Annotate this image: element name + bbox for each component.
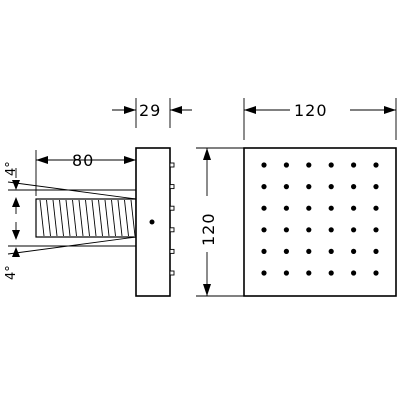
side-nozzle-stub: [169, 270, 175, 276]
nozzle-dot: [306, 270, 312, 276]
nozzle-dot: [283, 270, 289, 276]
nozzle-dot: [306, 205, 312, 211]
nozzle-dot: [261, 248, 267, 254]
thread-line: [117, 199, 123, 237]
nozzle-dot: [306, 248, 312, 254]
nozzle-dot: [306, 227, 312, 233]
thread-line: [65, 199, 71, 237]
depth-label: 29: [139, 101, 161, 120]
nozzle-dot: [261, 205, 267, 211]
depth-dimension: 29: [112, 98, 192, 128]
thread-line: [72, 199, 77, 237]
thread-line: [39, 199, 45, 237]
nozzle-dot: [328, 270, 334, 276]
front-height-dimension: 120: [196, 147, 244, 297]
thread-line: [111, 199, 116, 237]
nozzle-dot: [351, 270, 357, 276]
thread-line: [124, 199, 129, 237]
nozzle-dot: [351, 227, 357, 233]
thread-line: [59, 199, 64, 237]
nozzle-dot: [283, 162, 289, 168]
thread-line: [91, 199, 97, 237]
side-nozzle-stub: [169, 184, 175, 190]
nozzle-dot: [373, 270, 379, 276]
side-nozzle-stub: [169, 205, 175, 211]
nozzle-dot: [373, 162, 379, 168]
thread-line: [78, 199, 84, 237]
side-nozzle-stub: [169, 227, 175, 233]
nozzle-dot: [283, 227, 289, 233]
front-height-label: 120: [199, 212, 218, 246]
front-view: 120 120: [196, 98, 397, 297]
front-width-label: 120: [294, 101, 328, 120]
side-nozzle-stub: [169, 248, 175, 254]
angle-top-label: 4°: [4, 161, 19, 176]
nozzle-dot: [283, 205, 289, 211]
nozzle-dot: [373, 227, 379, 233]
nozzle-dot: [351, 162, 357, 168]
nozzle-dot: [261, 227, 267, 233]
nozzle-dot: [351, 248, 357, 254]
nozzle-dot: [261, 184, 267, 190]
threaded-connector: [35, 198, 137, 238]
side-nozzle-stub: [169, 162, 175, 168]
angle-indicators: 4° 4°: [4, 161, 137, 280]
side-view: 29 80 4° 4°: [4, 98, 192, 297]
nozzle-dot: [373, 184, 379, 190]
thread-line: [85, 199, 90, 237]
nozzle-dot: [283, 248, 289, 254]
thread-line: [104, 199, 110, 237]
nozzle-dot: [283, 184, 289, 190]
nozzle-dot: [328, 205, 334, 211]
nozzle-dot: [306, 162, 312, 168]
nozzle-dot: [351, 184, 357, 190]
nozzle-dot: [261, 162, 267, 168]
shower-plate-front: [243, 147, 397, 297]
front-width-dimension: 120: [243, 98, 397, 140]
nozzle-dot: [328, 248, 334, 254]
arm-length-label: 80: [72, 151, 94, 170]
nozzle-dot: [373, 248, 379, 254]
nozzle-dot: [373, 205, 379, 211]
thread-line: [130, 199, 136, 237]
thread-line: [46, 199, 51, 237]
nozzle-dot: [328, 184, 334, 190]
angle-bottom-label: 4°: [4, 265, 19, 280]
thread-line: [52, 199, 58, 237]
nozzle-dot: [306, 184, 312, 190]
nozzle-dot: [328, 227, 334, 233]
thread-line: [98, 199, 103, 237]
side-nozzles: [169, 162, 175, 276]
nozzle-dot: [328, 162, 334, 168]
nozzle-grid: [261, 162, 379, 276]
nozzle-dot: [261, 270, 267, 276]
arm-length-dimension: 80: [35, 150, 136, 196]
center-mark: [149, 219, 155, 225]
nozzle-dot: [351, 205, 357, 211]
